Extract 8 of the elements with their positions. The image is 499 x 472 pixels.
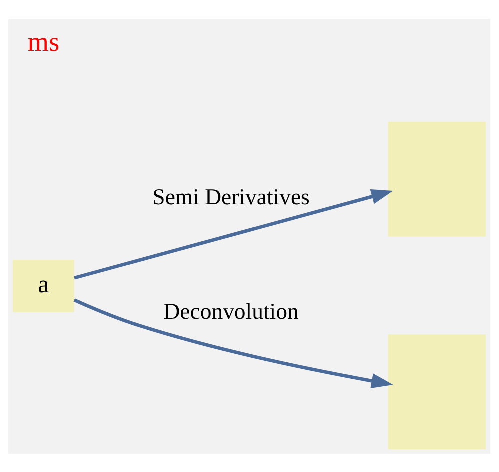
label: ms [28,26,60,57]
node-box: a [12,260,74,312]
edge-label: Semi Derivatives [152,184,310,209]
edge-label: Deconvolution [164,298,299,324]
node-box [388,334,486,449]
arrow [74,298,394,388]
node-box [388,121,486,236]
arrow [74,188,394,280]
